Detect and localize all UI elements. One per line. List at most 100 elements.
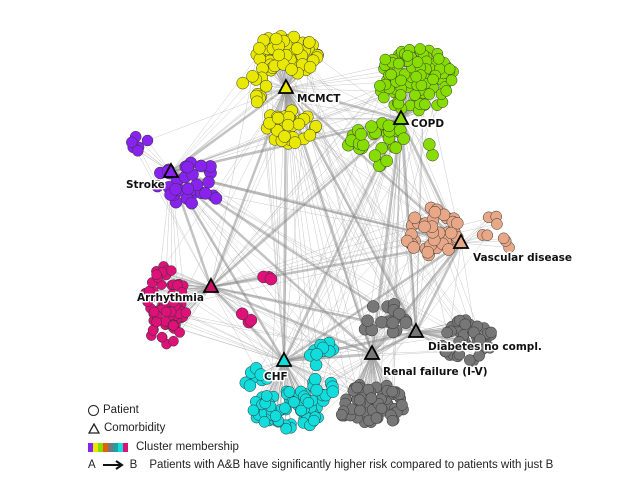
comorbidity-edge bbox=[371, 330, 417, 356]
patient-node bbox=[474, 333, 486, 346]
patient-node bbox=[379, 53, 392, 66]
patient-node bbox=[375, 315, 388, 329]
patient-node bbox=[459, 318, 471, 331]
patient-node bbox=[168, 296, 179, 308]
edge bbox=[314, 242, 462, 351]
patient-node bbox=[244, 313, 258, 327]
edge bbox=[384, 65, 417, 333]
cluster-swatch bbox=[108, 442, 113, 452]
edge bbox=[215, 87, 287, 199]
comorbidity-edge bbox=[284, 87, 374, 355]
patient-node bbox=[444, 226, 458, 240]
patient-node bbox=[453, 336, 465, 348]
legend-patient-label: Patient bbox=[103, 404, 139, 416]
comorbidity-nodes bbox=[162, 78, 470, 367]
edge bbox=[460, 242, 510, 248]
patient-node bbox=[209, 192, 223, 205]
patient-node bbox=[181, 160, 194, 174]
label-vascular: Vascular disease bbox=[473, 252, 572, 264]
edge bbox=[208, 182, 373, 355]
patient-node bbox=[485, 326, 497, 339]
cluster-swatch bbox=[123, 442, 128, 452]
patient-node bbox=[426, 148, 439, 162]
patient-node bbox=[491, 218, 503, 230]
comorbidity-edge bbox=[370, 118, 403, 355]
patient-node bbox=[399, 316, 413, 329]
patient-node bbox=[285, 63, 298, 76]
patient-node bbox=[253, 42, 266, 55]
comorbidity-edge bbox=[210, 118, 402, 288]
edge bbox=[377, 118, 402, 418]
patient-node bbox=[421, 246, 435, 259]
patient-node bbox=[386, 414, 399, 427]
edge bbox=[460, 217, 489, 244]
patient-node bbox=[303, 60, 317, 74]
edge bbox=[170, 49, 263, 173]
patient-node bbox=[126, 136, 138, 149]
edge bbox=[285, 87, 381, 92]
patient-node bbox=[166, 265, 177, 276]
patient-node bbox=[473, 350, 485, 362]
patient-node bbox=[392, 307, 406, 321]
comorbidity-edge bbox=[210, 285, 373, 356]
patient-node bbox=[309, 358, 323, 372]
patient-node bbox=[247, 404, 260, 417]
patient-node bbox=[258, 416, 271, 428]
patient-node bbox=[280, 422, 292, 435]
edge bbox=[309, 67, 373, 355]
comorbidity-edge bbox=[284, 87, 418, 333]
edge bbox=[415, 93, 424, 333]
legend-arrow: A B Patients with A&B have significantly… bbox=[88, 459, 553, 471]
edge bbox=[210, 54, 257, 288]
patient-node bbox=[246, 70, 259, 83]
patient-node bbox=[295, 404, 307, 417]
cluster-swatch bbox=[88, 442, 93, 452]
comorbidity-triangle-arrhythmia bbox=[202, 277, 220, 293]
comorbidity-triangle-mcmct bbox=[277, 78, 295, 94]
patient-node bbox=[180, 307, 192, 318]
patient-node bbox=[288, 396, 300, 408]
label-diabetes: Diabetes no compl. bbox=[428, 341, 542, 353]
patient-node bbox=[202, 175, 215, 189]
patient-node bbox=[174, 327, 185, 338]
patient-node bbox=[440, 345, 452, 358]
edge bbox=[170, 171, 358, 400]
patient-node bbox=[259, 79, 273, 93]
comorbidity-edge bbox=[210, 241, 462, 289]
cluster-swatch bbox=[103, 442, 108, 452]
label-renal: Renal failure (I-V) bbox=[383, 366, 488, 378]
patient-node bbox=[310, 383, 323, 397]
patient-node bbox=[423, 88, 436, 100]
patient-node bbox=[394, 89, 407, 101]
patient-node bbox=[141, 134, 154, 147]
patient-node bbox=[497, 232, 510, 245]
patient-node bbox=[453, 348, 466, 361]
legend-comorbidity: Comorbidity bbox=[88, 422, 165, 434]
legend-patient: Patient bbox=[88, 404, 139, 416]
edge bbox=[371, 306, 388, 355]
patient-node bbox=[351, 381, 363, 394]
patient-node bbox=[278, 130, 291, 143]
legend-arrow-description: Patients with A&B have significantly hig… bbox=[149, 459, 554, 471]
patient-nodes bbox=[126, 30, 515, 435]
edge bbox=[171, 270, 212, 288]
patient-node bbox=[160, 306, 172, 318]
patient-node bbox=[308, 414, 320, 427]
edge bbox=[460, 240, 506, 244]
edge bbox=[179, 286, 212, 333]
label-copd: COPD bbox=[411, 118, 444, 130]
comorbidity-triangle-diabetes bbox=[407, 322, 425, 338]
edge bbox=[165, 274, 212, 288]
patient-node bbox=[451, 216, 464, 230]
patient-node bbox=[443, 63, 456, 75]
patient-node bbox=[279, 402, 291, 414]
edge bbox=[460, 242, 475, 328]
patient-node bbox=[335, 408, 348, 421]
cluster-swatch bbox=[98, 442, 103, 452]
patient-node bbox=[380, 154, 393, 168]
edge bbox=[393, 118, 402, 393]
patient-node bbox=[168, 320, 179, 331]
edge bbox=[176, 318, 285, 362]
circle-icon bbox=[88, 404, 99, 416]
